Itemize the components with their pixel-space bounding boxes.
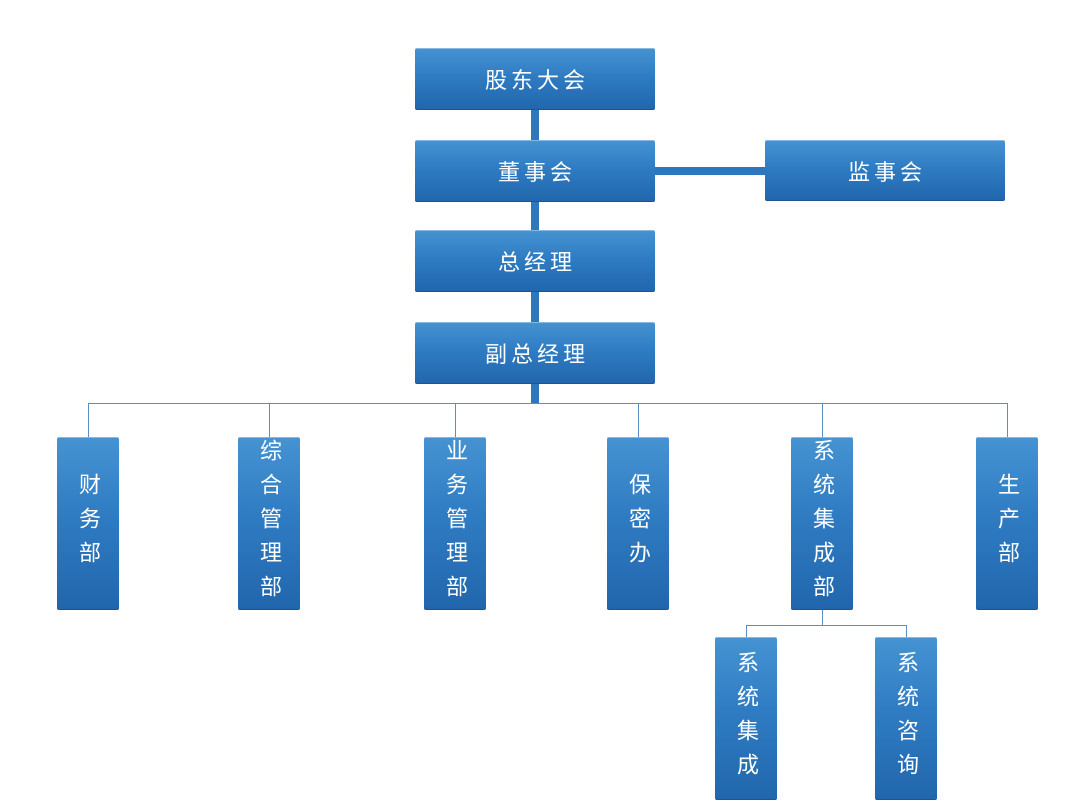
node-label: 生产部 xyxy=(995,472,1020,575)
node-confidentiality-office: 保密办 xyxy=(607,437,669,610)
node-business-management-dept: 业务管理部 xyxy=(424,437,486,610)
node-label: 股东大会 xyxy=(484,68,589,93)
node-finance-dept: 财务部 xyxy=(57,437,119,610)
connector-stub-confidentiality xyxy=(638,403,639,437)
connector-gm-dgm xyxy=(531,292,539,322)
node-label: 综合管理部 xyxy=(257,438,282,609)
node-general-management-dept: 综合管理部 xyxy=(238,437,300,610)
node-deputy-general-manager: 副总经理 xyxy=(415,322,655,384)
connector-board-gm xyxy=(531,202,539,230)
node-board-of-directors: 董事会 xyxy=(415,140,655,202)
node-general-manager: 总经理 xyxy=(415,230,655,292)
node-label: 保密办 xyxy=(626,472,651,575)
connector-stub-system-integration xyxy=(746,625,747,637)
node-shareholders-meeting: 股东大会 xyxy=(415,48,655,110)
node-label: 董事会 xyxy=(497,160,576,185)
node-label: 监事会 xyxy=(847,159,926,185)
node-label: 总经理 xyxy=(497,250,576,275)
node-label: 财务部 xyxy=(76,472,101,575)
connector-stub-business-management xyxy=(455,403,456,437)
connector-board-supervisory xyxy=(655,167,765,175)
connector-stub-system-integration-dept xyxy=(822,403,823,437)
node-label: 系统集成 xyxy=(734,650,759,787)
node-label: 系统咨询 xyxy=(894,650,919,787)
connector-stub-production xyxy=(1007,403,1008,437)
connector-departments-rail xyxy=(88,403,1008,404)
connector-stub-system-consulting xyxy=(906,625,907,637)
node-system-integration: 系统集成 xyxy=(715,637,777,800)
connector-shareholders-board xyxy=(531,110,539,140)
node-system-consulting: 系统咨询 xyxy=(875,637,937,800)
node-label: 业务管理部 xyxy=(443,438,468,609)
connector-dgm-departments xyxy=(531,384,539,404)
connector-sid-down xyxy=(822,610,823,625)
node-label: 系统集成部 xyxy=(810,438,835,609)
connector-stub-finance xyxy=(88,403,89,437)
node-supervisory-board: 监事会 xyxy=(765,140,1005,201)
node-production-dept: 生产部 xyxy=(976,437,1038,610)
node-system-integration-dept: 系统集成部 xyxy=(791,437,853,610)
node-label: 副总经理 xyxy=(484,342,589,367)
connector-sid-rail xyxy=(746,625,907,626)
connector-stub-general-management xyxy=(269,403,270,437)
